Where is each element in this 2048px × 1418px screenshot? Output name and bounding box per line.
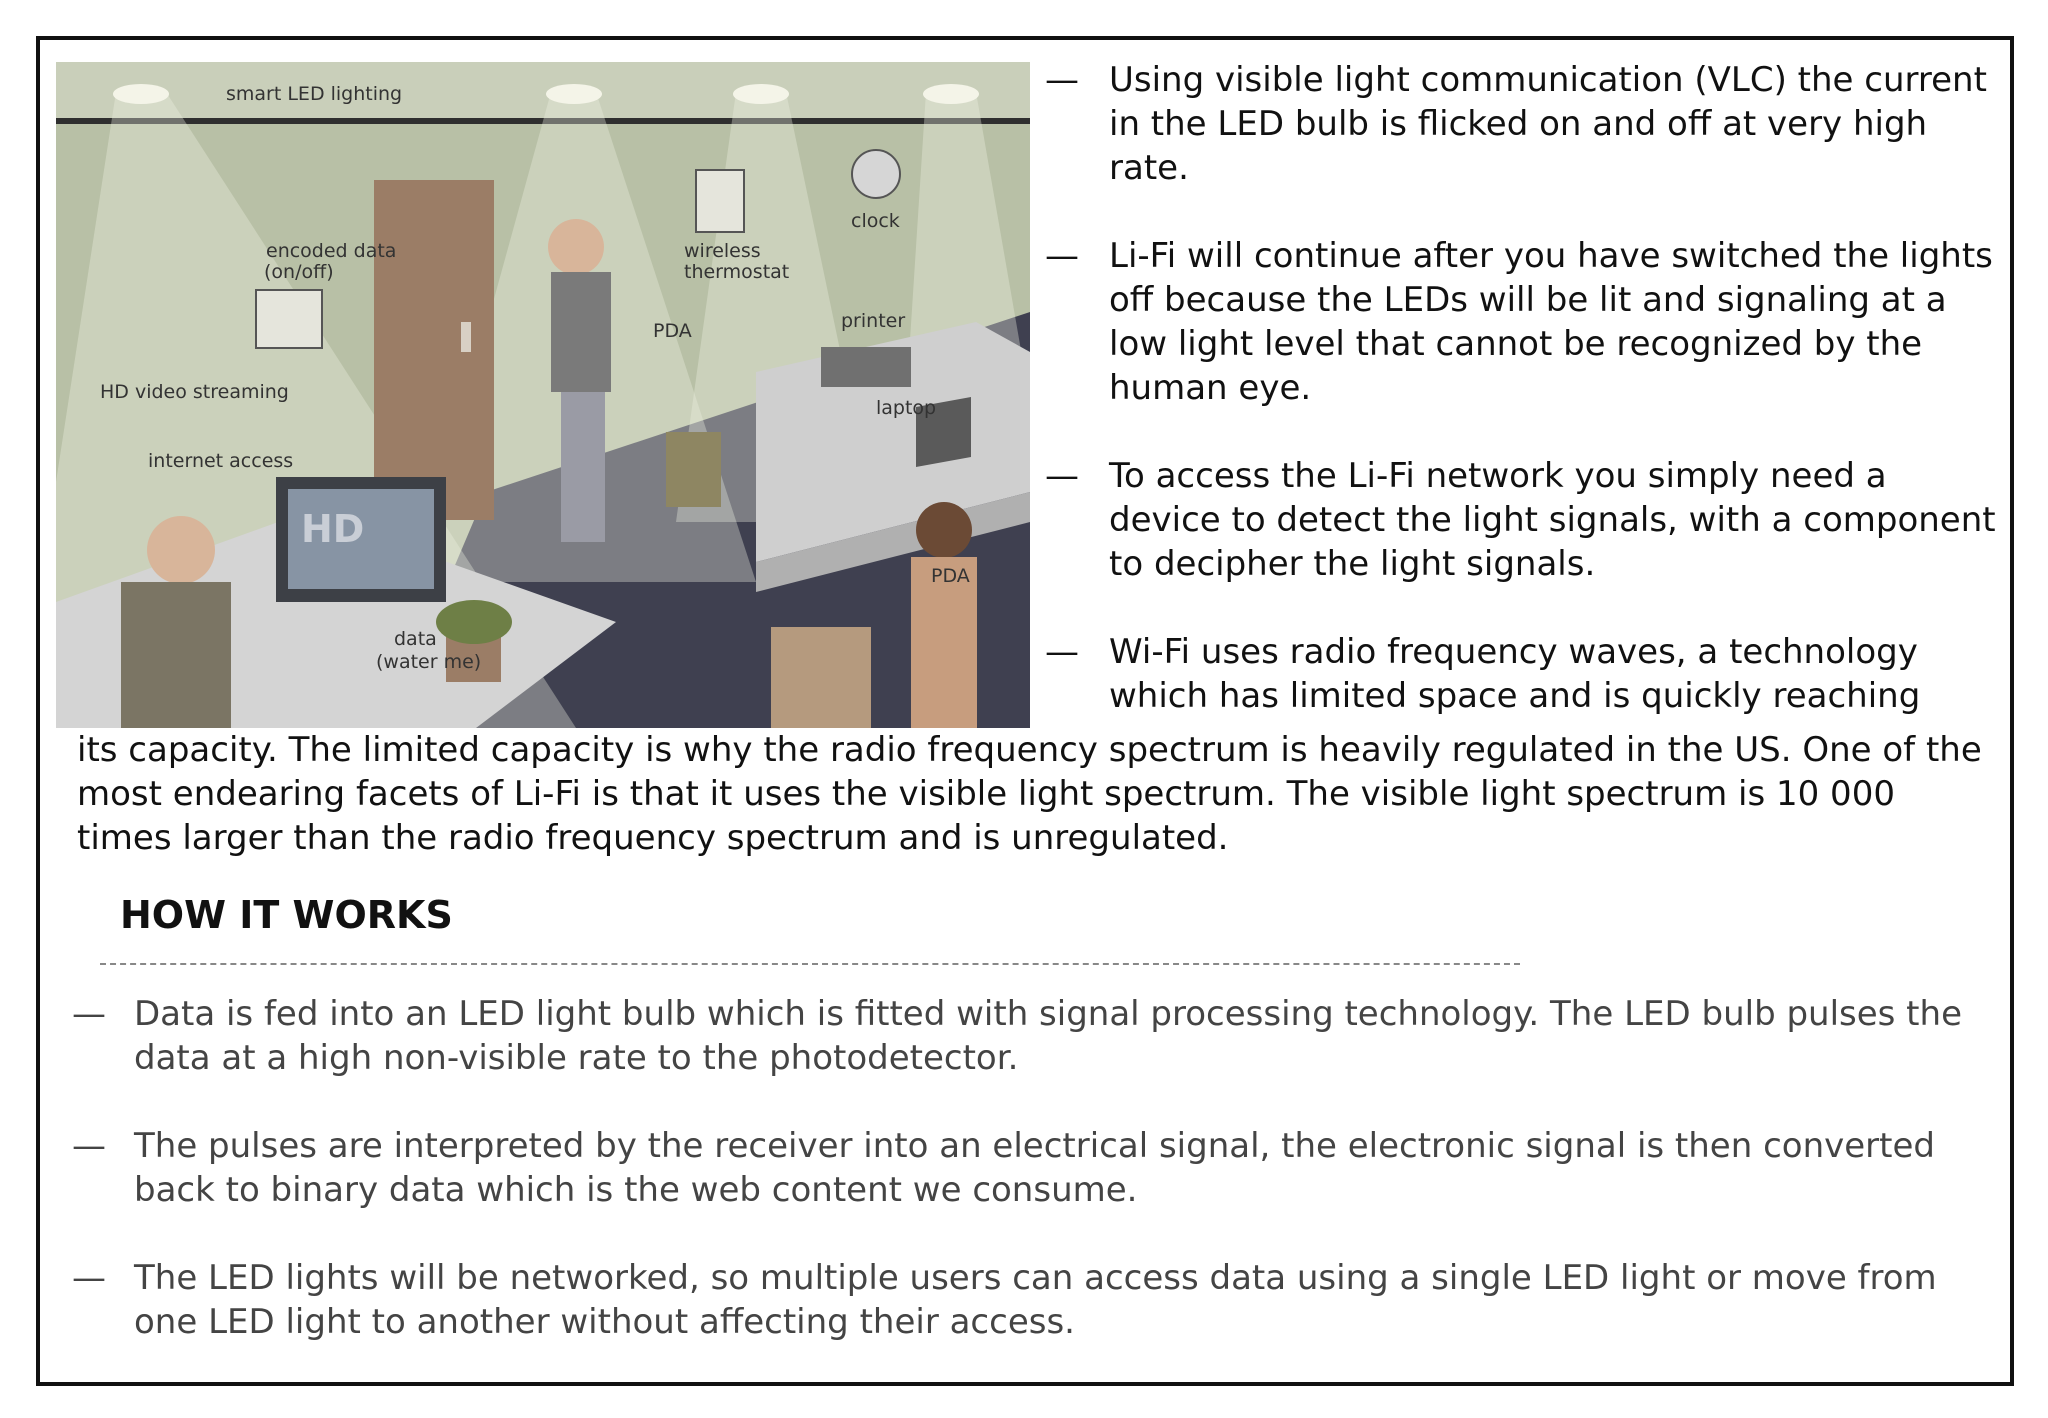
bullet-dash: — xyxy=(1045,632,1079,672)
works-bullet-led: — Data is fed into an LED light bulb whi… xyxy=(72,992,1992,1080)
label-thermostat: thermostat xyxy=(684,261,789,283)
label-data: data xyxy=(394,628,437,650)
bullet-text: The LED lights will be networked, so mul… xyxy=(134,1258,1937,1342)
how-it-works-list: — Data is fed into an LED light bulb whi… xyxy=(72,992,1992,1388)
bullet-dash: — xyxy=(72,1126,106,1166)
page-frame xyxy=(36,36,2014,1386)
bullet-dash: — xyxy=(72,994,106,1034)
bullet-text: Li-Fi will continue after you have switc… xyxy=(1109,236,1993,408)
bullet-text: To access the Li-Fi network you simply n… xyxy=(1109,456,1996,584)
label-hd-video: HD video streaming xyxy=(100,381,289,403)
lifi-office-illustration: smart LED lighting encoded data (on/off)… xyxy=(56,62,1030,728)
bullet-wifi: — Wi-Fi uses radio frequency waves, a te… xyxy=(1045,630,2005,718)
label-water-me: (water me) xyxy=(376,651,481,673)
label-clock: clock xyxy=(851,210,900,232)
bullet-lights-off: — Li-Fi will continue after you have swi… xyxy=(1045,234,2005,410)
works-bullet-receiver: — The pulses are interpreted by the rece… xyxy=(72,1124,1992,1212)
bullet-dash: — xyxy=(1045,236,1079,276)
label-hd-screen: HD xyxy=(301,507,364,551)
dashed-divider xyxy=(100,963,1520,965)
bullet-text: Wi-Fi uses radio frequency waves, a tech… xyxy=(1109,632,1921,716)
bullet-dash: — xyxy=(72,1258,106,1298)
label-pda-bottom: PDA xyxy=(931,565,970,587)
label-wireless: wireless xyxy=(684,240,761,262)
label-pda-top: PDA xyxy=(653,320,692,342)
label-smart-led: smart LED lighting xyxy=(226,83,402,105)
continuation-paragraph: its capacity. The limited capacity is wh… xyxy=(77,730,1982,858)
right-bullet-list: — Using visible light communication (VLC… xyxy=(1045,58,2005,762)
bullet-text: Using visible light communication (VLC) … xyxy=(1109,60,1987,188)
bullet-dash: — xyxy=(1045,456,1079,496)
bullet-text: Data is fed into an LED light bulb which… xyxy=(134,994,1962,1078)
section-heading: HOW IT WORKS xyxy=(120,893,453,937)
bullet-vlc: — Using visible light communication (VLC… xyxy=(1045,58,2005,190)
bullet-dash: — xyxy=(1045,60,1079,100)
label-laptop: laptop xyxy=(876,397,936,419)
bullet-text: The pulses are interpreted by the receiv… xyxy=(134,1126,1935,1210)
label-internet-access: internet access xyxy=(148,450,293,472)
label-encoded-onoff: (on/off) xyxy=(264,261,334,283)
bullet-access: — To access the Li-Fi network you simply… xyxy=(1045,454,2005,586)
label-printer: printer xyxy=(841,310,905,332)
label-encoded-data: encoded data xyxy=(266,240,396,262)
works-bullet-network: — The LED lights will be networked, so m… xyxy=(72,1256,1992,1344)
